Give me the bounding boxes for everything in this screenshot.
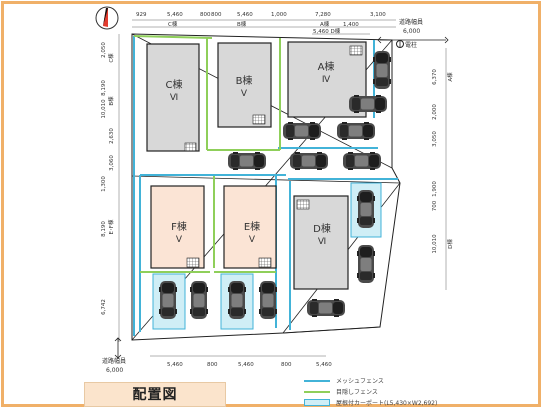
dim-top-a: 7,280 bbox=[315, 12, 331, 18]
svg-text:800: 800 bbox=[207, 362, 218, 368]
left-dimension-labels: 2,050 C棟 8,190 10,010 B棟 2,630 3,060 1,3… bbox=[101, 42, 115, 315]
building-b-roman: Ⅴ bbox=[241, 89, 248, 99]
svg-text:D棟: D棟 bbox=[446, 239, 454, 249]
legend-item-privacy-fence: 目隠しフェンス bbox=[300, 387, 540, 397]
car-icon bbox=[357, 245, 375, 283]
dim-top-end: 3,100 bbox=[370, 12, 386, 18]
dim-top-gap1: 800 bbox=[200, 12, 211, 18]
car-icon bbox=[357, 190, 375, 228]
dim-top-gap3: 1,000 bbox=[271, 12, 287, 18]
svg-text:1,900: 1,900 bbox=[432, 181, 438, 197]
car-icon bbox=[190, 281, 208, 319]
building-b-name: B棟 bbox=[236, 74, 253, 87]
legend-label: メッシュフェンス bbox=[336, 378, 384, 385]
dim-top-d: 5,460 D棟 bbox=[313, 27, 341, 35]
svg-text:6,370: 6,370 bbox=[432, 69, 438, 85]
top-dimension-labels: 929 5,460 800 800 5,460 1,000 7,280 3,10… bbox=[136, 12, 386, 35]
car-icon bbox=[228, 281, 246, 319]
svg-text:5,460: 5,460 bbox=[238, 362, 254, 368]
car-icon bbox=[228, 152, 266, 170]
building-d[interactable]: D棟 Ⅵ bbox=[293, 195, 349, 290]
carport-swatch bbox=[304, 399, 330, 406]
road-top-label: 道路幅員 bbox=[399, 18, 423, 26]
dim-top-1400: 1,400 bbox=[343, 22, 359, 28]
road-bottom-label: 道路幅員 bbox=[102, 357, 126, 365]
legend-label: 屋根付カーポート(L5,430×W2,692) bbox=[336, 400, 438, 407]
svg-text:8,190: 8,190 bbox=[101, 221, 107, 237]
road-bottom-width: 6,000 bbox=[106, 367, 123, 374]
car-icon bbox=[343, 152, 381, 170]
legend-item-mesh-fence: メッシュフェンス bbox=[300, 376, 540, 386]
building-e-name: E棟 bbox=[244, 220, 260, 233]
svg-text:5,460: 5,460 bbox=[316, 362, 332, 368]
building-f-name: F棟 bbox=[171, 220, 187, 233]
dim-top-b-label: B棟 bbox=[237, 20, 247, 28]
building-e-roman: Ⅴ bbox=[249, 235, 256, 245]
svg-text:E･F棟: E･F棟 bbox=[107, 219, 115, 234]
top-dimension-lines bbox=[132, 19, 396, 35]
building-d-name: D棟 bbox=[313, 222, 331, 235]
svg-text:3,060: 3,060 bbox=[109, 155, 115, 171]
car-icon bbox=[373, 51, 391, 89]
building-c[interactable]: C棟 Ⅵ bbox=[146, 43, 200, 152]
utility-pole-label: 電柱 bbox=[405, 41, 417, 49]
privacy-fences bbox=[133, 35, 281, 273]
svg-text:6,742: 6,742 bbox=[101, 299, 107, 315]
road-top-width: 6,000 bbox=[403, 28, 420, 35]
legend-item-carport: 屋根付カーポート(L5,430×W2,692) bbox=[300, 398, 540, 408]
page-frame bbox=[1, 1, 541, 407]
building-f-roman: Ⅴ bbox=[176, 235, 183, 245]
road-top: 道路幅員 6,000 bbox=[377, 18, 449, 44]
road-bottom-arrow: 道路幅員 6,000 bbox=[102, 337, 126, 374]
svg-text:3,050: 3,050 bbox=[432, 131, 438, 147]
svg-text:A棟: A棟 bbox=[446, 72, 454, 82]
building-c-name: C棟 bbox=[166, 78, 183, 91]
right-dimension-labels: 6,370 A棟 2,000 3,050 1,900 700 10,010 D棟 bbox=[432, 69, 454, 254]
svg-text:8,190: 8,190 bbox=[101, 80, 107, 96]
svg-text:5,460: 5,460 bbox=[167, 362, 183, 368]
page-title: 配置図 bbox=[84, 382, 226, 407]
svg-text:700: 700 bbox=[432, 200, 438, 211]
building-a-roman: Ⅳ bbox=[322, 75, 331, 85]
car-icon bbox=[337, 122, 375, 140]
svg-text:10,010: 10,010 bbox=[101, 99, 107, 119]
dim-top-b: 5,460 bbox=[237, 12, 253, 18]
svg-text:10,010: 10,010 bbox=[432, 234, 438, 254]
dim-top-c-label: C棟 bbox=[168, 20, 178, 28]
car-icon bbox=[307, 299, 345, 317]
bottom-dimension-labels: 5,460 800 5,460 800 5,460 bbox=[167, 362, 332, 368]
svg-text:1,300: 1,300 bbox=[101, 176, 107, 192]
mesh-fence-swatch bbox=[304, 380, 330, 382]
legend-label: 目隠しフェンス bbox=[336, 389, 378, 396]
site-boundary bbox=[131, 33, 401, 341]
car-icon bbox=[259, 281, 277, 319]
building-f[interactable]: F棟 Ⅴ bbox=[150, 185, 205, 269]
building-a-name: A棟 bbox=[318, 60, 335, 73]
building-c-roman: Ⅵ bbox=[170, 93, 178, 103]
utility-pole: 電柱 bbox=[396, 40, 417, 49]
car-icon bbox=[349, 95, 387, 113]
building-e[interactable]: E棟 Ⅴ bbox=[223, 185, 277, 269]
dim-top-a-label: A棟 bbox=[320, 20, 330, 28]
car-icon bbox=[283, 122, 321, 140]
legend: メッシュフェンス 目隠しフェンス 屋根付カーポート(L5,430×W2,692) bbox=[300, 376, 540, 409]
car-icon bbox=[290, 152, 328, 170]
svg-text:2,630: 2,630 bbox=[109, 128, 115, 144]
north-arrow-icon bbox=[95, 6, 119, 30]
car-icon bbox=[159, 281, 177, 319]
svg-text:B棟: B棟 bbox=[107, 96, 115, 106]
building-b[interactable]: B棟 Ⅴ bbox=[217, 42, 272, 128]
dim-top-gap2: 800 bbox=[211, 12, 222, 18]
dim-top-929: 929 bbox=[136, 12, 147, 18]
building-d-roman: Ⅵ bbox=[318, 237, 326, 247]
svg-text:C棟: C棟 bbox=[107, 53, 115, 63]
dim-top-c: 5,460 bbox=[167, 12, 183, 18]
svg-text:2,000: 2,000 bbox=[432, 104, 438, 120]
privacy-fence-swatch bbox=[304, 391, 330, 393]
svg-text:800: 800 bbox=[281, 362, 292, 368]
svg-text:2,050: 2,050 bbox=[101, 42, 107, 58]
